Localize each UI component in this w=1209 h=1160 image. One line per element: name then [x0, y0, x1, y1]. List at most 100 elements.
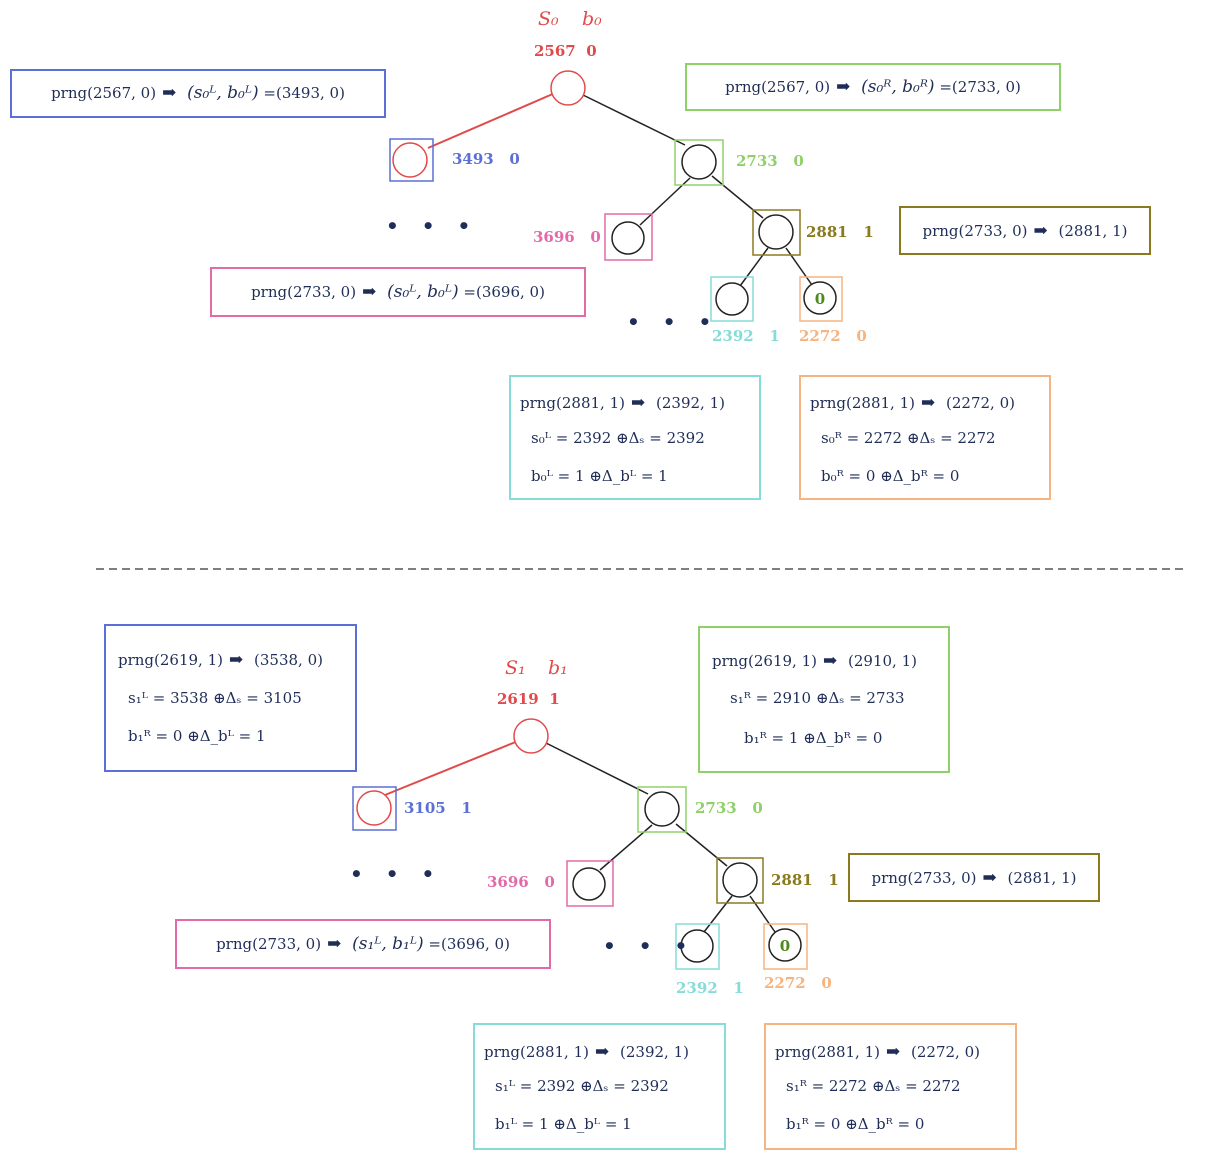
bottom-pink-label: 3696 0	[487, 873, 555, 891]
arrow-icon: ➡	[982, 868, 997, 888]
bit: 1	[828, 871, 839, 889]
bottom-olive-label: 2881 1	[771, 871, 839, 889]
equation-s: s₀ᴸ = 2392 ⊕Δₛ = 2392	[531, 429, 705, 447]
call: prng(2567, 0)	[725, 78, 831, 96]
call: prng(2733, 0)	[922, 222, 1028, 240]
top-olive-label: 2881 1	[806, 223, 874, 241]
top-box-olive: prng(2733, 0) ➡ (2881, 1)	[899, 206, 1151, 255]
edge-mid-olive	[711, 175, 764, 219]
bit: 1	[769, 327, 780, 345]
node-orange	[803, 281, 837, 315]
node-mid	[644, 791, 680, 827]
bit: 0	[590, 228, 601, 246]
result: (2910, 1)	[848, 652, 917, 670]
bottom-mid-label: 2733 0	[695, 799, 763, 817]
equation-b: b₁ᴸ = 1 ⊕Δ_bᴸ = 1	[495, 1115, 632, 1133]
edge-mid-pink	[639, 177, 691, 226]
arrow-icon: ➡	[229, 650, 244, 670]
bit: 1	[863, 223, 874, 241]
call: prng(2881, 1)	[775, 1043, 880, 1061]
top-box-cyan: prng(2881, 1)➡ (2392, 1) s₀ᴸ = 2392 ⊕Δₛ …	[509, 375, 761, 500]
bottom-box-pink: prng(2733, 0)➡ (s₁ᴸ, b₁ᴸ) =(3696, 0)	[175, 919, 551, 969]
seed: 3696	[487, 873, 529, 891]
bit: 1	[461, 799, 472, 817]
equation-b: b₀ᴸ = 1 ⊕Δ_bᴸ = 1	[531, 467, 668, 485]
equation-s: s₁ᴸ = 3538 ⊕Δₛ = 3105	[128, 689, 302, 707]
bottom-box-cyan: prng(2881, 1)➡ (2392, 1) s₁ᴸ = 2392 ⊕Δₛ …	[473, 1023, 726, 1150]
equation-b: b₁ᴿ = 0 ⊕Δ_bᴸ = 1	[128, 727, 266, 745]
call: prng(2733, 0)	[871, 869, 977, 887]
equation-s: s₁ᴸ = 2392 ⊕Δₛ = 2392	[495, 1077, 669, 1095]
arrow-icon: ➡	[823, 651, 838, 671]
top-ellipsis-right: • • •	[627, 310, 720, 334]
frame-pink	[604, 213, 653, 261]
top-root-seed: 2567 0	[534, 42, 597, 60]
edge-root-mid	[545, 742, 649, 795]
seed: 2272	[799, 327, 841, 345]
edge-mid-olive	[675, 823, 728, 867]
top-box-orange: prng(2881, 1)➡ (2272, 0) s₀ᴿ = 2272 ⊕Δₛ …	[799, 375, 1051, 500]
top-left-label: 3493 0	[452, 150, 520, 168]
bottom-cyan-label: 2392 1	[676, 979, 744, 997]
seed: 2881	[806, 223, 848, 241]
call: prng(2881, 1)	[810, 394, 915, 412]
node-root	[513, 718, 549, 754]
bottom-root-seed: 2619 1	[497, 690, 560, 708]
frame-mid	[637, 786, 687, 833]
call: prng(2619, 1)	[118, 651, 223, 669]
frame-left	[352, 786, 397, 831]
seed: 2392	[676, 979, 718, 997]
frame-cyan	[710, 276, 754, 322]
node-orange	[768, 928, 802, 962]
bit: 0	[793, 152, 804, 170]
top-tree: 0	[389, 70, 843, 322]
call: prng(2619, 1)	[712, 652, 817, 670]
seed: 3105	[404, 799, 446, 817]
bit: 0	[544, 873, 555, 891]
arrow-icon: ➡	[1033, 221, 1048, 241]
arrow-icon: ➡	[631, 393, 646, 413]
node-pink	[611, 221, 645, 255]
pair: (s₁ᴸ, b₁ᴸ)	[352, 934, 424, 954]
seed: 2619	[497, 690, 539, 708]
edge-olive-orange	[749, 895, 776, 933]
edge-root-left	[427, 92, 556, 149]
bottom-box-green: prng(2619, 1) ➡ (2910, 1) s₁ᴿ = 2910 ⊕Δₛ …	[698, 626, 950, 773]
result: =(3493, 0)	[263, 84, 345, 102]
result: (2881, 1)	[1058, 222, 1128, 240]
arrow-icon: ➡	[595, 1042, 610, 1062]
call: prng(2733, 0)	[251, 283, 357, 301]
seed: 2881	[771, 871, 813, 889]
bottom-box-blue: prng(2619, 1)➡ (3538, 0) s₁ᴸ = 3538 ⊕Δₛ …	[104, 624, 357, 772]
node-cyan	[715, 282, 749, 316]
call: prng(2881, 1)	[484, 1043, 589, 1061]
call: prng(2881, 1)	[520, 394, 625, 412]
equation-b: b₁ᴿ = 0 ⊕Δ_bᴿ = 0	[786, 1115, 925, 1133]
top-orange-label: 2272 0	[799, 327, 867, 345]
node-olive	[758, 214, 794, 250]
call: prng(2733, 0)	[216, 935, 322, 953]
bit: 1	[733, 979, 744, 997]
bit: 0	[509, 150, 520, 168]
edge-olive-orange	[785, 247, 813, 286]
result: =(3696, 0)	[428, 935, 510, 953]
seed: 3696	[533, 228, 575, 246]
seed: 2733	[736, 152, 778, 170]
bottom-root-symbol-s: S₁	[505, 657, 526, 679]
call: prng(2567, 0)	[51, 84, 157, 102]
seed: 2733	[695, 799, 737, 817]
bottom-orange-label: 2272 0	[764, 974, 832, 992]
arrow-icon: ➡	[362, 282, 377, 302]
equation-s: s₀ᴿ = 2272 ⊕Δₛ = 2272	[821, 429, 996, 447]
node-left	[392, 142, 428, 178]
equation-b: b₀ᴿ = 0 ⊕Δ_bᴿ = 0	[821, 467, 960, 485]
node-orange-inner: 0	[780, 937, 790, 955]
top-ellipsis-left: • • •	[386, 214, 479, 238]
frame-olive	[752, 209, 801, 256]
bit: 0	[586, 42, 597, 60]
frame-olive	[716, 857, 764, 904]
frame-orange	[799, 276, 843, 322]
pair: (s₀ᴿ, b₀ᴿ)	[861, 77, 935, 97]
equation-s: s₁ᴿ = 2910 ⊕Δₛ = 2733	[730, 689, 905, 707]
